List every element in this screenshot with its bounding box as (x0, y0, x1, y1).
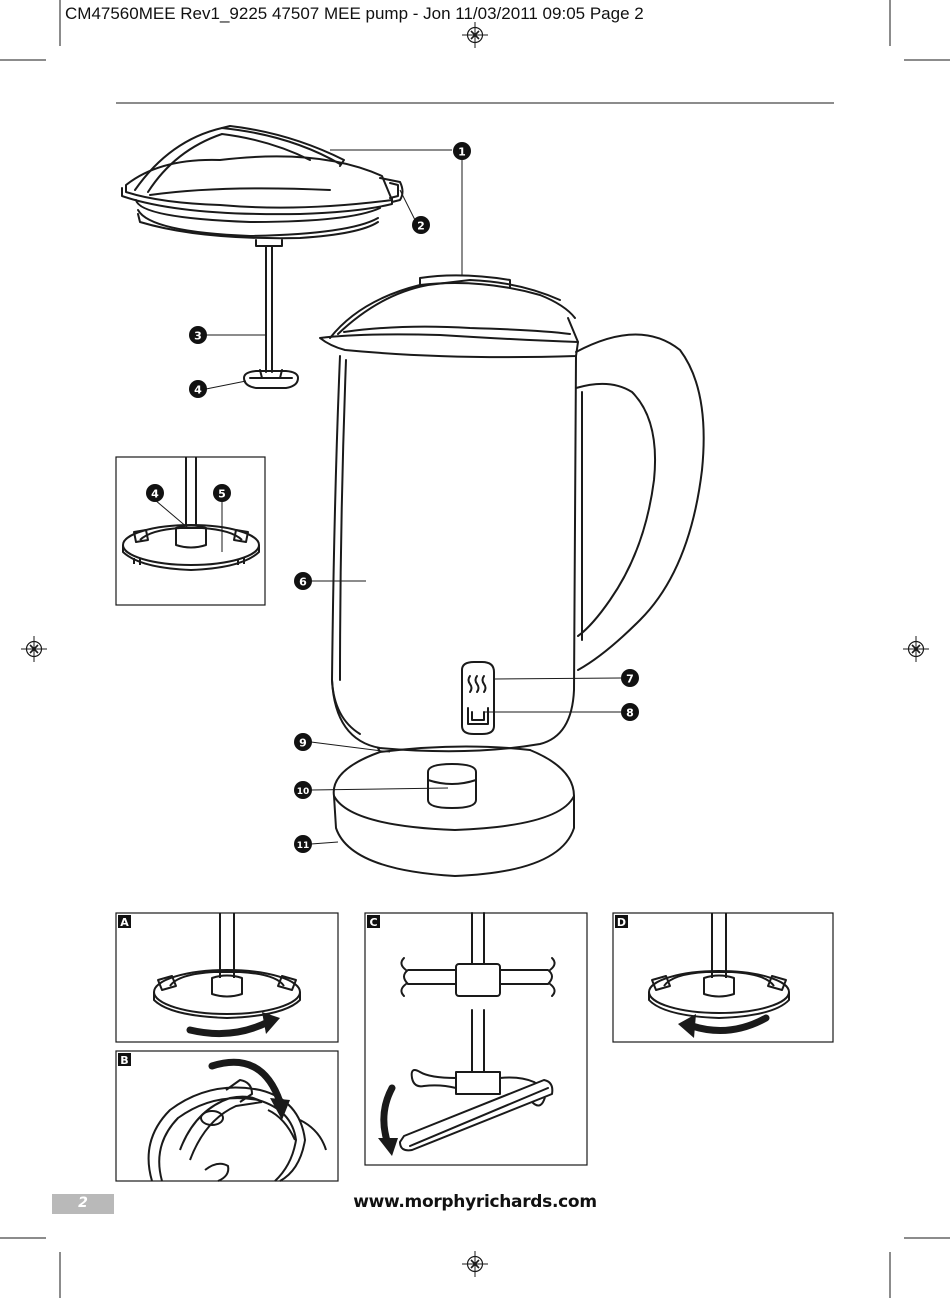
svg-text:7: 7 (626, 673, 634, 686)
callout-badge-10: 10 (294, 781, 312, 799)
callout-badge-1: 1 (453, 142, 471, 160)
step-panel-d: D (612, 912, 834, 1043)
website-url: www.morphyrichards.com (353, 1192, 597, 1212)
svg-text:1: 1 (458, 146, 466, 159)
svg-text:4: 4 (151, 488, 159, 501)
svg-text:2: 2 (417, 220, 425, 233)
milk-frother-jug-illustration (319, 274, 705, 877)
callout-badge-7: 7 (621, 669, 639, 687)
callout-badge-9: 9 (294, 733, 312, 751)
svg-text:11: 11 (297, 841, 310, 851)
callout-badge-detail-4: 4 (146, 484, 164, 502)
detail-box-frame (115, 456, 266, 606)
svg-text:3: 3 (194, 330, 202, 343)
callout-leader-lines (154, 149, 622, 845)
svg-text:C: C (369, 916, 377, 929)
callout-badge-2: 2 (412, 216, 430, 234)
page-number: 2 (78, 1195, 88, 1211)
page-number-badge: 2 (52, 1194, 114, 1214)
svg-text:9: 9 (299, 737, 307, 750)
whisk-detail-illustration (122, 457, 260, 571)
registration-mark-left-icon (20, 635, 48, 663)
step-panel-c: C (364, 912, 588, 1166)
svg-text:A: A (120, 916, 129, 929)
step-panel-a: A (115, 912, 339, 1043)
print-slug-header: CM47560MEE Rev1_9225 47507 MEE pump - Jo… (65, 4, 644, 23)
svg-text:8: 8 (626, 707, 634, 720)
svg-text:6: 6 (299, 576, 307, 589)
svg-text:D: D (617, 916, 626, 929)
svg-text:B: B (120, 1054, 128, 1067)
step-panel-b: B (115, 1050, 339, 1182)
svg-text:10: 10 (297, 787, 310, 797)
callout-badge-11: 11 (294, 835, 312, 853)
callout-badge-3: 3 (189, 326, 207, 344)
callout-badge-detail-5: 5 (213, 484, 231, 502)
registration-mark-bottom-icon (461, 1250, 489, 1278)
registration-mark-right-icon (902, 635, 930, 663)
svg-text:5: 5 (218, 488, 226, 501)
callout-badge-8: 8 (621, 703, 639, 721)
lid-assembly-illustration (121, 125, 404, 389)
svg-text:4: 4 (194, 384, 202, 397)
registration-mark-top-icon (461, 21, 489, 49)
callout-badge-6: 6 (294, 572, 312, 590)
callout-badge-4: 4 (189, 380, 207, 398)
